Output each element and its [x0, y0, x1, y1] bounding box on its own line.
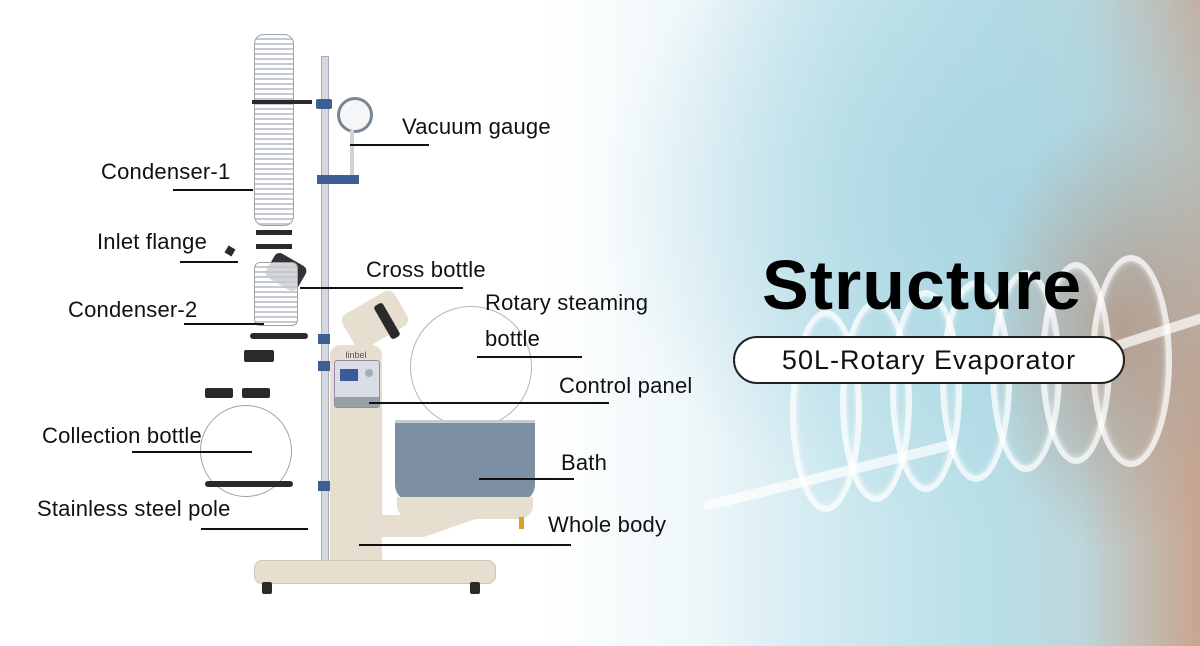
label-text: Stainless steel pole [37, 496, 231, 521]
leader-line [479, 478, 574, 480]
label-text: Inlet flange [97, 229, 208, 254]
inlet-flange-shape [256, 230, 292, 235]
label-text: Bath [561, 450, 608, 475]
vacuum-gauge-shape [337, 97, 373, 133]
label-text: Cross bottle [366, 257, 486, 282]
condenser-1-shape [254, 34, 294, 226]
leader-line [184, 323, 264, 325]
condenser-2-shape [254, 262, 298, 326]
bath-shape [395, 420, 535, 501]
label-text: Condenser-2 [68, 297, 198, 322]
leader-line [132, 451, 252, 453]
brand-logo: linbel [345, 350, 367, 360]
label-text: Rotary steaming [485, 290, 649, 315]
leader-line [201, 528, 308, 530]
label-text: Vacuum gauge [402, 114, 551, 139]
control-panel-shape [334, 360, 380, 408]
rotary-steaming-bottle-shape [410, 306, 532, 428]
leader-line [369, 402, 609, 404]
label-text: Control panel [559, 373, 693, 398]
page-title: Structure [762, 246, 1083, 324]
label-text: Whole body [548, 512, 667, 537]
leader-line [180, 261, 238, 263]
leader-line [350, 144, 429, 146]
label-text: Condenser-1 [101, 159, 231, 184]
label-text: Collection bottle [42, 423, 202, 448]
leader-line [359, 544, 571, 546]
leader-line [477, 356, 582, 358]
subtitle-text: 50L-Rotary Evaporator [781, 344, 1077, 375]
leader-line [300, 287, 463, 289]
subtitle-pill: 50L-Rotary Evaporator [733, 336, 1125, 384]
leader-line [173, 189, 253, 191]
label-text: bottle [485, 326, 541, 351]
